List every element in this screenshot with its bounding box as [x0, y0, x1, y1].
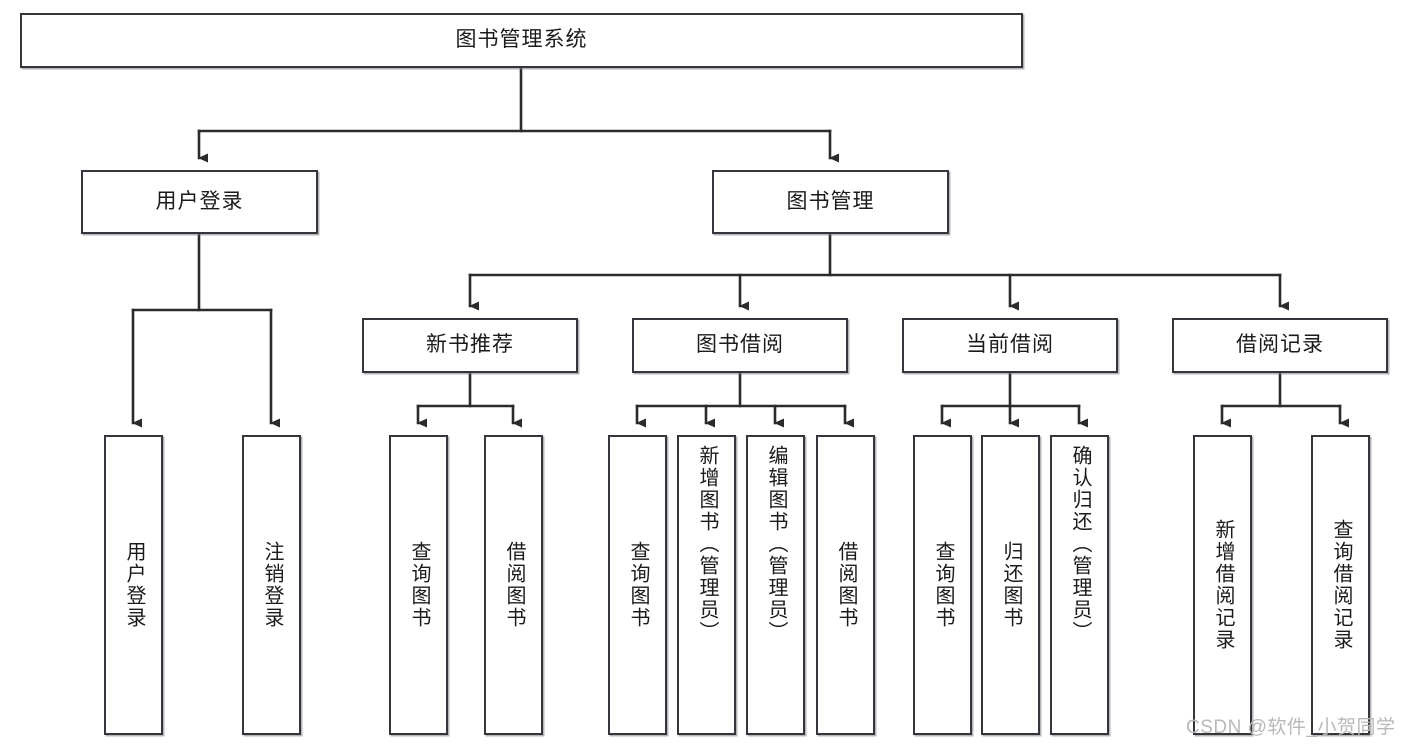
node-new-book-recommend[interactable]: 新书推荐: [362, 318, 578, 373]
node-label: 借阅记录: [1236, 333, 1324, 357]
leaf-label: 注销登录: [261, 541, 283, 629]
leaf-label: 查询图书: [408, 541, 430, 629]
node-book-borrow[interactable]: 图书借阅: [632, 318, 848, 373]
leaf-node-borrow-book-2[interactable]: 借阅图书: [816, 435, 875, 735]
leaf-label: 查询图书: [627, 541, 649, 629]
leaf-label: 编辑图书（管理员）: [765, 445, 787, 643]
leaf-node-query-record[interactable]: 查询借阅记录: [1311, 435, 1370, 735]
leaf-label: 查询图书: [932, 541, 954, 629]
node-current-borrow[interactable]: 当前借阅: [902, 318, 1118, 373]
leaf-node-add-record[interactable]: 新增借阅记录: [1193, 435, 1252, 735]
csdn-watermark: CSDN @软件_小贺同学: [1186, 717, 1396, 738]
leaf-node-add-book[interactable]: 新增图书（管理员）: [677, 435, 736, 735]
node-label: 新书推荐: [426, 333, 514, 357]
node-user-login[interactable]: 用户登录: [81, 170, 318, 234]
leaf-label: 查询借阅记录: [1330, 519, 1352, 651]
leaf-label: 确认归还（管理员）: [1069, 445, 1091, 643]
node-book-management[interactable]: 图书管理: [712, 170, 949, 234]
leaf-node-query-book-3[interactable]: 查询图书: [913, 435, 972, 735]
node-borrow-record[interactable]: 借阅记录: [1172, 318, 1388, 373]
node-root-system[interactable]: 图书管理系统: [20, 13, 1023, 68]
leaf-label: 归还图书: [1000, 541, 1022, 629]
leaf-node-confirm-return[interactable]: 确认归还（管理员）: [1050, 435, 1109, 735]
node-label: 用户登录: [155, 189, 244, 213]
leaf-label: 新增借阅记录: [1212, 519, 1234, 651]
node-label: 图书借阅: [696, 333, 784, 357]
leaf-node-edit-book[interactable]: 编辑图书（管理员）: [746, 435, 805, 735]
leaf-label: 新增图书（管理员）: [696, 445, 718, 643]
leaf-node-user-logout[interactable]: 注销登录: [242, 435, 301, 735]
leaf-node-return-book[interactable]: 归还图书: [981, 435, 1040, 735]
leaf-node-query-book-2[interactable]: 查询图书: [608, 435, 667, 735]
node-label: 当前借阅: [966, 333, 1054, 357]
leaf-node-user-login[interactable]: 用户登录: [104, 435, 163, 735]
node-label: 图书管理: [786, 189, 875, 213]
leaf-node-borrow-book-1[interactable]: 借阅图书: [484, 435, 543, 735]
leaf-label: 借阅图书: [503, 541, 525, 629]
node-label: 图书管理系统: [455, 28, 588, 52]
leaf-label: 借阅图书: [835, 541, 857, 629]
leaf-label: 用户登录: [123, 541, 145, 629]
leaf-node-query-book-1[interactable]: 查询图书: [389, 435, 448, 735]
